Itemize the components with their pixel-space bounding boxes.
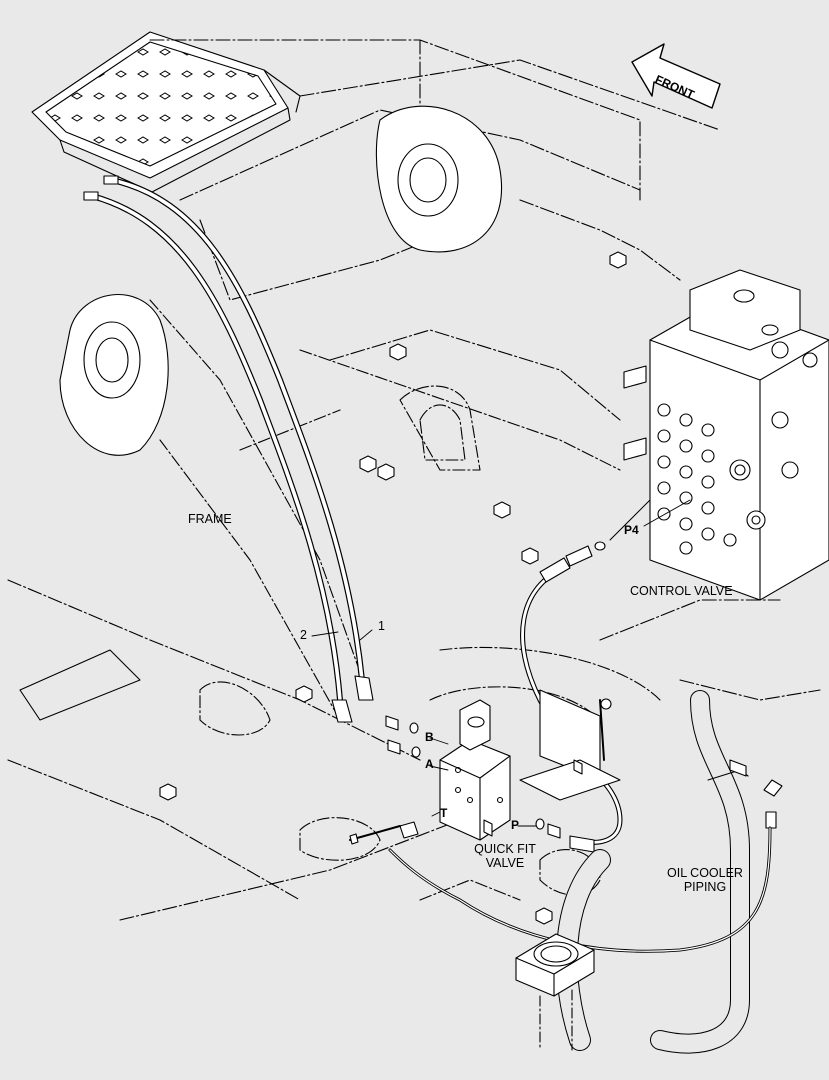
bolt — [349, 825, 401, 841]
callout-1: 1 — [378, 619, 385, 633]
callout-2: 2 — [300, 628, 307, 642]
oil-cooler-piping-label: OIL COOLER PIPING — [652, 866, 758, 894]
flange-block — [515, 933, 595, 1051]
quick-fit-valve-line2: VALVE — [485, 856, 525, 870]
hose-2 — [83, 191, 353, 723]
port-b-label: B — [425, 730, 434, 744]
control-valve-label: CONTROL VALVE — [630, 584, 733, 598]
port-t-label: T — [440, 806, 448, 820]
mount-blocks — [159, 251, 627, 925]
port-fittings — [385, 541, 606, 839]
boom-pivot-lower — [59, 294, 169, 456]
front-arrow — [631, 43, 721, 109]
frame-plates — [149, 299, 661, 901]
quick-fit-valve-label: QUICK FIT VALVE — [466, 842, 544, 870]
step-plate — [31, 31, 301, 193]
oil-cooler-line2: PIPING — [683, 880, 727, 894]
control-valve-body — [609, 269, 829, 601]
quick-fit-valve-block — [439, 699, 511, 841]
bracket-plate — [519, 689, 621, 801]
p4-port-label: P4 — [624, 523, 639, 537]
oil-cooler-line1: OIL COOLER — [667, 866, 743, 880]
port-a-label: A — [425, 757, 434, 771]
quick-fit-valve-line1: QUICK FIT — [474, 842, 536, 856]
leader-lines — [311, 499, 691, 827]
hose-1 — [103, 175, 374, 701]
port-p-label: P — [511, 818, 520, 832]
boom-pivot-upper — [375, 105, 502, 253]
frame-label: FRAME — [188, 512, 232, 526]
